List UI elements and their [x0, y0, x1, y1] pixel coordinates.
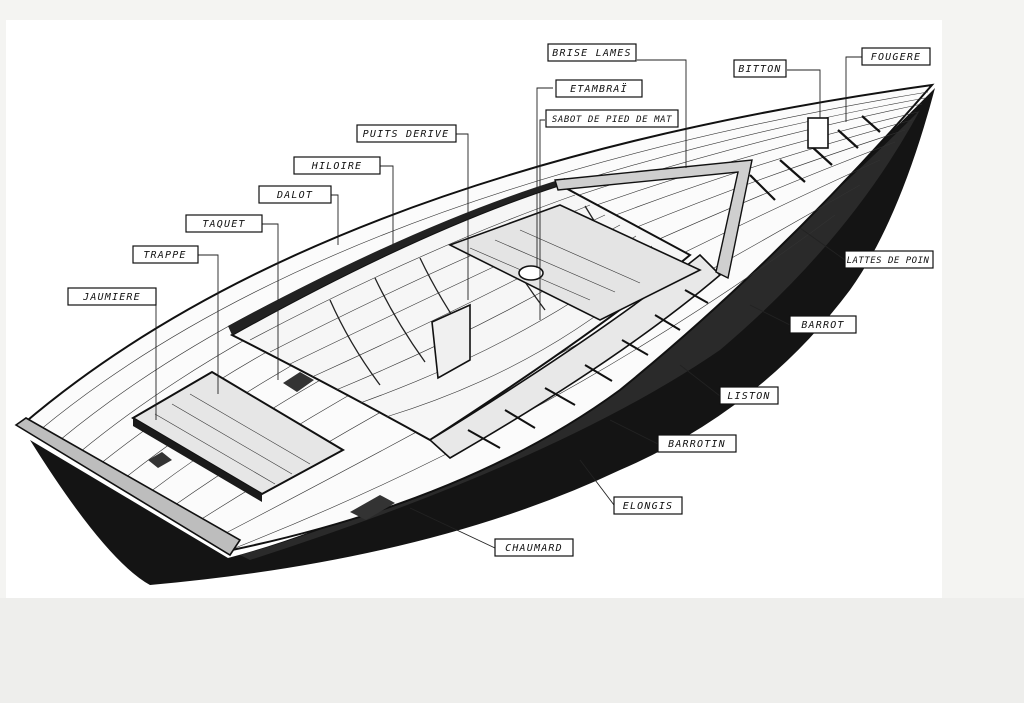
- label-dalot-text: DALOT: [276, 190, 313, 201]
- label-barrotin-text: BARROTIN: [668, 439, 726, 450]
- label-taquet: TAQUET: [185, 214, 263, 233]
- label-trappe-text: TRAPPE: [143, 250, 186, 261]
- scan-shadow-bottom: [0, 598, 1024, 703]
- cleat: [283, 372, 314, 392]
- leader-lines: [155, 56, 862, 549]
- label-fougere: FOUGERE: [861, 47, 931, 66]
- label-bitton-text: BITTON: [738, 64, 781, 75]
- label-fougere-text: FOUGERE: [871, 52, 922, 63]
- label-etambrai: ETAMBRAÏ: [555, 79, 643, 98]
- transom: [14, 417, 242, 557]
- hull-side: [30, 88, 935, 585]
- centreboard-trunk: [431, 303, 471, 380]
- label-dalot: DALOT: [258, 185, 332, 204]
- label-jaumiere-text: JAUMIERE: [82, 292, 141, 303]
- hatch-grain: [154, 393, 311, 485]
- label-elongis: ELONGIS: [613, 496, 683, 515]
- barrotins: [467, 289, 709, 449]
- bitt: [807, 117, 829, 149]
- label-brise-lames-text: BRISE LAMES: [552, 48, 631, 59]
- label-chaumard-text: CHAUMARD: [505, 543, 563, 554]
- label-chaumard: CHAUMARD: [494, 538, 574, 557]
- hatch: [131, 370, 346, 496]
- label-barrot: BARROT: [789, 315, 857, 334]
- label-sabot: SABOT DE PIED DE MAT: [545, 109, 679, 128]
- label-hiloire: HILOIRE: [293, 156, 381, 175]
- label-taquet-text: TAQUET: [202, 219, 245, 230]
- breakwater: [554, 159, 753, 280]
- label-puits-derive: PUITS DERIVE: [356, 124, 457, 143]
- thwart: [447, 204, 702, 321]
- label-barrotin: BARROTIN: [657, 434, 737, 453]
- mast-hole: [518, 265, 544, 281]
- label-sabot-text: SABOT DE PIED DE MAT: [552, 115, 672, 125]
- side-deck: [428, 253, 722, 459]
- cleat-aft: [148, 452, 172, 468]
- boat-illustration: [14, 83, 935, 585]
- label-lattes-de-point-text: LATTES DE POIN: [847, 256, 930, 266]
- label-lattes-de-point: LATTES DE POIN: [844, 250, 934, 269]
- label-liston-text: LISTON: [727, 391, 770, 402]
- label-bitton: BITTON: [733, 59, 787, 78]
- label-trappe: TRAPPE: [132, 245, 199, 264]
- label-hiloire-text: HILOIRE: [311, 161, 363, 172]
- label-liston: LISTON: [719, 386, 779, 405]
- label-brise-lames: BRISE LAMES: [547, 43, 637, 62]
- hatch-rim: [133, 418, 262, 502]
- label-etambrai-text: ETAMBRAÏ: [570, 82, 628, 95]
- label-puits-derive-text: PUITS DERIVE: [363, 129, 450, 140]
- label-elongis-text: ELONGIS: [623, 501, 674, 512]
- label-jaumiere: JAUMIERE: [67, 287, 157, 306]
- coaming-rim: [228, 178, 565, 335]
- label-barrot-text: BARROT: [801, 320, 844, 331]
- fairlead: [350, 495, 395, 520]
